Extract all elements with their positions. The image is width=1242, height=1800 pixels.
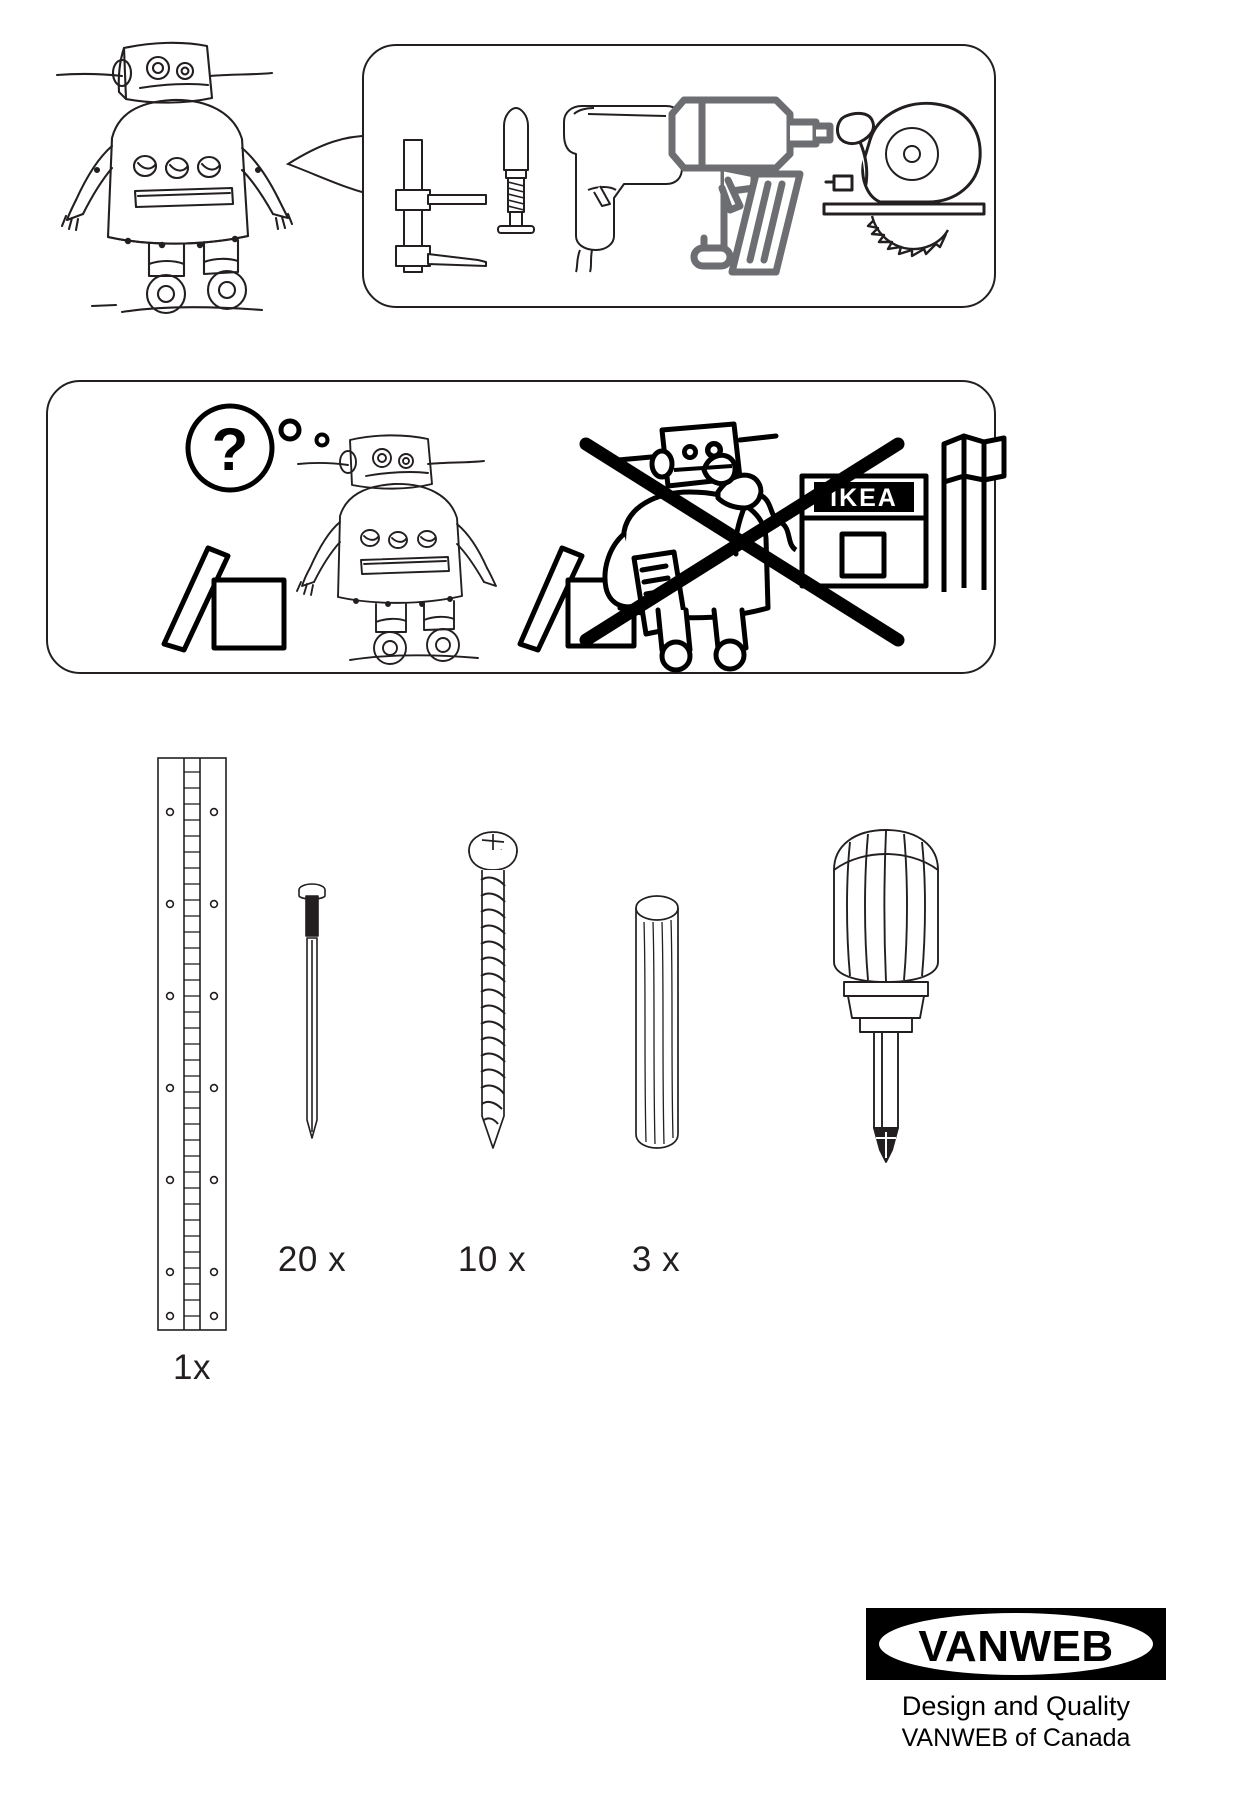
circular-saw-icon	[816, 92, 988, 268]
qty-piano-hinge: 1x	[173, 1348, 211, 1387]
store-building: IKEA	[788, 422, 1018, 662]
logo-tagline-secondary: VANWEB of Canada	[901, 1723, 1131, 1752]
nail-gun-icon	[664, 88, 844, 278]
tools-panel	[362, 44, 996, 308]
vanweb-logo: VANWEB	[866, 1608, 1166, 1680]
logo-wordmark: VANWEB	[918, 1622, 1113, 1671]
logo-tagline-primary: Design and Quality	[901, 1691, 1131, 1721]
part-screwdriver	[816, 828, 956, 1168]
logo-oval	[879, 1613, 1153, 1675]
qty-nail: 20 x	[277, 1240, 347, 1279]
question-thought-bubble: ?	[182, 400, 352, 510]
part-wooden-dowel	[626, 894, 688, 1154]
screwdriver-icon	[488, 104, 544, 264]
parts-list: 1x 20 x	[0, 700, 1242, 1620]
brand-logo-block: VANWEB Design and Quality VANWEB of Cana…	[866, 1608, 1166, 1758]
robot-mascot-sketch	[52, 18, 302, 318]
crossed-out-marker	[576, 418, 906, 668]
qty-wooden-dowel: 3 x	[631, 1240, 681, 1279]
qty-wood-screw: 10 x	[457, 1240, 527, 1279]
part-nail	[292, 882, 332, 1152]
question-mark-glyph: ?	[212, 416, 249, 483]
part-piano-hinge	[152, 754, 232, 1334]
store-sign-text: IKEA	[830, 484, 898, 512]
parts-shapes-left	[146, 522, 326, 653]
robot-mascot-sketch-thinking	[288, 420, 508, 665]
part-wood-screw	[462, 828, 524, 1158]
bar-clamp-icon	[382, 138, 494, 274]
no-store-panel: ?	[46, 380, 1007, 674]
